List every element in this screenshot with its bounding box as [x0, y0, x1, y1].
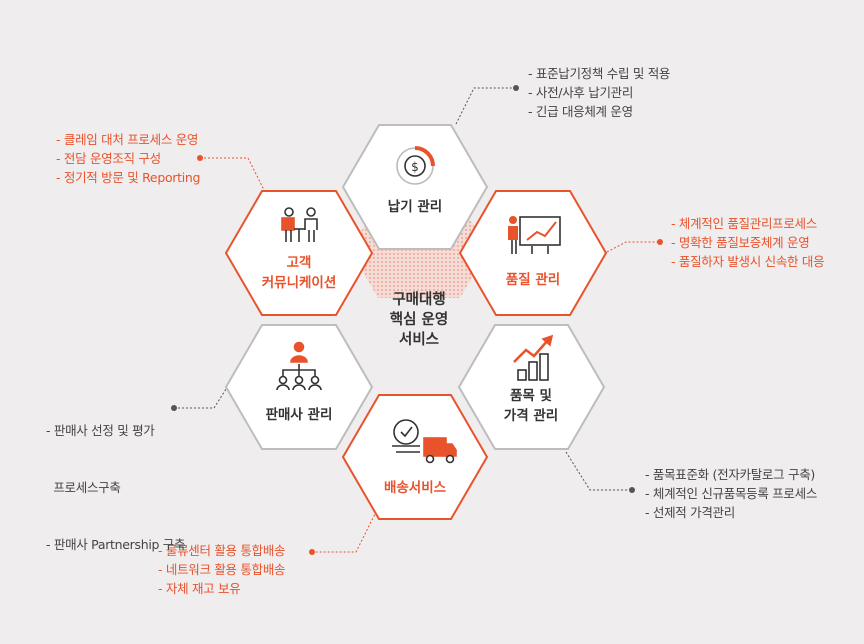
meeting-icon — [281, 207, 318, 242]
connector-delivery — [455, 87, 516, 125]
hex-seller-management[interactable]: 판매사 관리 — [224, 324, 374, 450]
center-line-2: 핵심 운영 — [390, 310, 448, 328]
hex-delivery-management[interactable]: $ 납기 관리 — [341, 124, 489, 250]
note-customer: - 클레임 대처 프로세스 운영 - 전담 운영조직 구성 - 정기적 방문 및… — [56, 132, 201, 185]
connector-item — [565, 451, 632, 491]
hex-label-delivery: 납기 관리 — [388, 198, 442, 215]
note-shipping: - 물류센터 활용 통합배송 - 네트워크 활용 통합배송 - 자체 재고 보유 — [158, 543, 286, 596]
hex-label-item-2: 가격 관리 — [504, 407, 558, 424]
hex-label-seller: 판매사 관리 — [266, 406, 333, 423]
hex-label-item-1: 품목 및 — [510, 387, 552, 404]
connector-customer — [200, 157, 266, 193]
growth-chart-icon — [513, 334, 554, 381]
connector-quality — [606, 241, 660, 253]
hex-customer-communication[interactable]: 고객 커뮤니케이션 — [224, 190, 374, 316]
note-delivery: - 표준납기정책 수립 및 적용 - 사전/사후 납기관리 - 긴급 대응체계 … — [528, 66, 671, 119]
hex-label-shipping: 배송서비스 — [384, 480, 447, 496]
hex-label-quality: 품질 관리 — [506, 271, 560, 288]
hex-item-price-management[interactable]: 품목 및 가격 관리 — [457, 324, 606, 450]
note-seller: - 판매사 선정 및 평가 프로세스구축 - 판매사 Partnership 구… — [46, 423, 186, 552]
note-item-price: - 품목표준화 (전자카탈로그 구축) - 체계적인 신규품목등록 프로세스 -… — [645, 467, 818, 520]
delivery-truck-icon — [392, 419, 457, 464]
presentation-chart-icon — [508, 216, 561, 254]
hex-quality-management[interactable]: 품질 관리 — [458, 190, 608, 316]
hex-shipping-service[interactable]: 배송서비스 — [341, 394, 489, 520]
note-quality: - 체계적인 품질관리프로세스 - 명확한 품질보증체계 운영 - 품질하자 발… — [671, 216, 825, 269]
center-line-1: 구매대행 — [392, 291, 445, 308]
clock-dollar-icon: $ — [396, 146, 435, 185]
connectors — [171, 85, 663, 555]
connector-shipping — [312, 503, 381, 553]
connector-seller — [174, 385, 229, 409]
center-line-3: 서비스 — [399, 331, 439, 348]
hex-label-customer-2: 커뮤니케이션 — [262, 274, 337, 291]
org-chart-icon — [276, 341, 322, 391]
hex-label-customer-1: 고객 — [287, 254, 312, 271]
center-title: 구매대행 핵심 운영 서비스 — [390, 291, 448, 348]
svg-text:$: $ — [411, 160, 419, 174]
